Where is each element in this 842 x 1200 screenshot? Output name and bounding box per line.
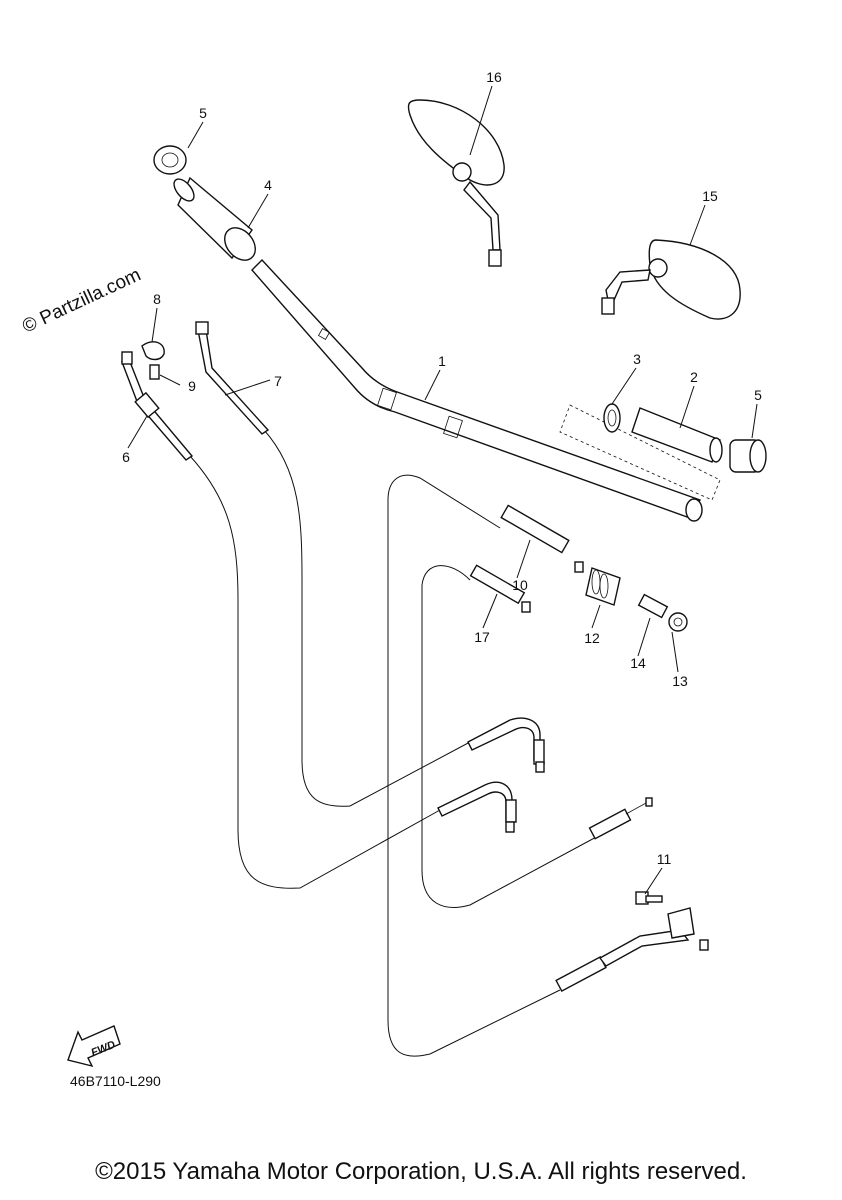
copyright-notice: ©2015 Yamaha Motor Corporation, U.S.A. A… [95,1158,747,1185]
callout-11: 11 [657,851,672,867]
callout-15: 15 [702,188,718,204]
callout-14: 14 [630,655,646,671]
cable-7-end[interactable] [195,321,270,435]
throttle-cable-10[interactable] [500,504,584,573]
cable-routing [189,429,601,1057]
callout-2: 2 [690,369,698,385]
callout-3: 3 [633,351,641,367]
leader-lines [127,85,758,895]
callout-7: 7 [274,373,282,389]
callout-13: 13 [672,673,688,689]
callout-12: 12 [584,630,600,646]
grip-end-left[interactable] [153,145,187,175]
callout-5b: 5 [754,387,762,403]
adjuster-14[interactable] [637,593,669,619]
grip-end-right[interactable] [729,439,767,473]
partzilla-watermark: © Partzilla.com [19,264,144,337]
clip-8[interactable] [141,341,165,361]
callout-9: 9 [188,378,196,394]
diagram-code: 46B7110-L290 [70,1073,161,1089]
right-grip-assembly[interactable] [559,403,723,501]
left-mirror[interactable] [407,99,505,267]
callout-1: 1 [438,353,446,369]
callout-8: 8 [153,291,161,307]
bolt-11[interactable] [635,891,663,905]
lower-cable-ends [437,717,709,992]
callout-6: 6 [122,449,130,465]
cable-17[interactable] [469,564,531,613]
handlebar[interactable] [251,258,703,522]
nut-13[interactable] [668,612,688,632]
callout-16: 16 [486,69,502,85]
bolt-9[interactable] [149,364,160,380]
right-mirror[interactable] [601,239,741,320]
callout-labels: 1 2 3 4 5 5 6 7 8 9 10 11 12 13 14 15 16… [122,69,762,867]
callout-5a: 5 [199,105,207,121]
fwd-arrow-icon: FWD [67,1025,121,1068]
callout-17: 17 [474,629,490,645]
callout-10: 10 [512,577,528,593]
cable-6-end[interactable] [120,351,194,461]
left-grip[interactable] [170,176,261,267]
callout-4: 4 [264,177,272,193]
boot-12[interactable] [585,567,621,606]
